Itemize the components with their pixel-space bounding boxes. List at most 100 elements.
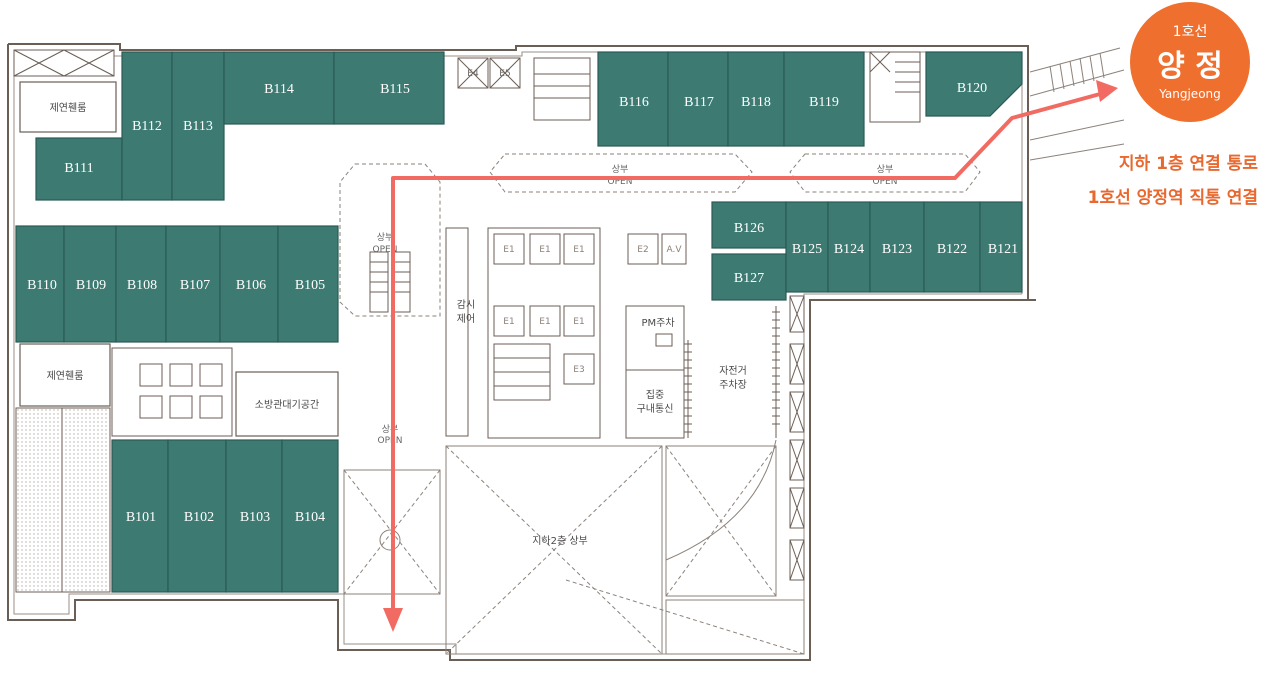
- unit-b119[interactable]: [783, 51, 865, 147]
- monitor-room-label-1: 감시: [457, 299, 475, 311]
- station-name: 양 정: [1157, 49, 1223, 84]
- unit-label: B111: [64, 161, 93, 176]
- building-outline: [7, 43, 1036, 661]
- open-upper-label: 상부: [877, 164, 894, 175]
- open-upper-label: 상부: [377, 232, 394, 243]
- caption-line-2: 1호선 양정역 직통 연결: [1088, 188, 1258, 208]
- stair-core-top: [533, 57, 591, 121]
- elevator-label: A.V: [666, 245, 682, 255]
- unit-label: B105: [295, 278, 325, 293]
- unit-label: B122: [937, 242, 967, 257]
- unit-b107[interactable]: [165, 225, 221, 343]
- smoke-room-top: [19, 81, 117, 133]
- unit-label: B126: [734, 221, 764, 236]
- unit-b117[interactable]: [667, 51, 729, 147]
- unit-label: B102: [184, 510, 214, 525]
- pm-parking-label: PM주차: [641, 317, 674, 329]
- unit-labels: B111 B112 B113 B114 B115 B116 B117 B118 …: [27, 81, 1018, 525]
- central-core: [445, 227, 687, 439]
- core-top: [457, 51, 921, 123]
- unit-label: B121: [988, 242, 1018, 257]
- unit-b113[interactable]: [171, 51, 225, 201]
- unit-b108[interactable]: [115, 225, 167, 343]
- unit-label: B117: [684, 95, 714, 110]
- open-label: OPEN: [873, 177, 898, 187]
- elevator-e4: [457, 57, 489, 89]
- unit-b123[interactable]: [869, 201, 925, 293]
- unit-label: B116: [619, 95, 649, 110]
- unit-b126[interactable]: [711, 201, 787, 249]
- elevator-label: E3: [573, 365, 584, 375]
- open-upper-label: 상부: [382, 424, 399, 435]
- unit-label: B119: [809, 95, 839, 110]
- open-label: OPEN: [378, 436, 403, 446]
- elevator-label: E1: [573, 245, 584, 255]
- station-badge: 1호선 양 정 Yangjeong: [1130, 2, 1250, 122]
- unit-b105[interactable]: [277, 225, 339, 343]
- unit-b127[interactable]: [711, 253, 787, 301]
- unit-b110[interactable]: [15, 225, 65, 343]
- unit-b103[interactable]: [225, 439, 283, 593]
- unit-b115[interactable]: [333, 51, 445, 125]
- unit-label: B103: [240, 510, 270, 525]
- unit-label: B109: [76, 278, 106, 293]
- open-void-center: [489, 153, 753, 193]
- elevator-label: E1: [503, 245, 514, 255]
- unit-b102[interactable]: [167, 439, 227, 593]
- open-voids: [339, 153, 981, 317]
- unit-b121[interactable]: [979, 201, 1023, 293]
- unit-label: B115: [380, 82, 410, 97]
- unit-label: B107: [180, 278, 210, 293]
- unit-label: B101: [126, 510, 156, 525]
- open-label: OPEN: [608, 177, 633, 187]
- stair-top-left: [13, 49, 115, 77]
- unit-b124[interactable]: [827, 201, 871, 293]
- station-line: 1호선: [1173, 24, 1208, 40]
- unit-label: B124: [834, 242, 864, 257]
- unit-b118[interactable]: [727, 51, 785, 147]
- unit-label: B114: [264, 82, 294, 97]
- smoke-room-bottom-label: 제연휀룸: [47, 370, 84, 382]
- unit-b109[interactable]: [63, 225, 117, 343]
- unit-label: B127: [734, 271, 764, 286]
- open-upper-label: 상부: [612, 164, 629, 175]
- bike-parking-racks: [684, 306, 780, 438]
- central-comm-label-2: 구내통신: [637, 403, 674, 415]
- unit-b116[interactable]: [597, 51, 669, 147]
- escalator: [369, 251, 411, 313]
- bike-parking-label-2: 주차장: [719, 379, 747, 391]
- smoke-room-bottom: [19, 343, 111, 407]
- unit-label: B112: [132, 119, 162, 134]
- unit-label: B106: [236, 278, 266, 293]
- smoke-room-top-label: 제연휀룸: [50, 102, 87, 114]
- unit-b104[interactable]: [281, 439, 339, 593]
- unit-label: B108: [127, 278, 157, 293]
- open-void-escalator: [339, 163, 441, 317]
- unit-label: B120: [957, 81, 987, 96]
- route-arrowhead-station: [1096, 80, 1118, 102]
- central-elevators: E1 E1 E1 E1 E1 E1 E3 E2 A.V: [503, 245, 682, 375]
- unit-b106[interactable]: [219, 225, 279, 343]
- unit-label: B113: [183, 119, 213, 134]
- station-circle: [1130, 2, 1250, 122]
- open-label: OPEN: [373, 245, 398, 255]
- restrooms: [111, 347, 233, 437]
- station-corridor: [1029, 47, 1125, 161]
- unit-label: B104: [295, 510, 325, 525]
- unit-b120[interactable]: [925, 51, 1023, 117]
- route-to-station: [383, 80, 1118, 632]
- unit-label: B118: [741, 95, 771, 110]
- stair-core-right: [869, 51, 921, 123]
- unit-label: B125: [792, 242, 822, 257]
- right-shafts: [789, 295, 805, 581]
- elevator-label: E2: [637, 245, 648, 255]
- unit-b111[interactable]: [35, 137, 123, 201]
- unit-label: B110: [27, 278, 57, 293]
- elevator-label: E1: [573, 317, 584, 327]
- fire-storage-label: 소방관대기공간: [255, 399, 319, 411]
- b2-upper-label: 지하2층 상부: [532, 534, 588, 547]
- caption-line-1: 지하 1층 연결 통로: [1119, 154, 1258, 174]
- unit-blocks: [15, 51, 1023, 593]
